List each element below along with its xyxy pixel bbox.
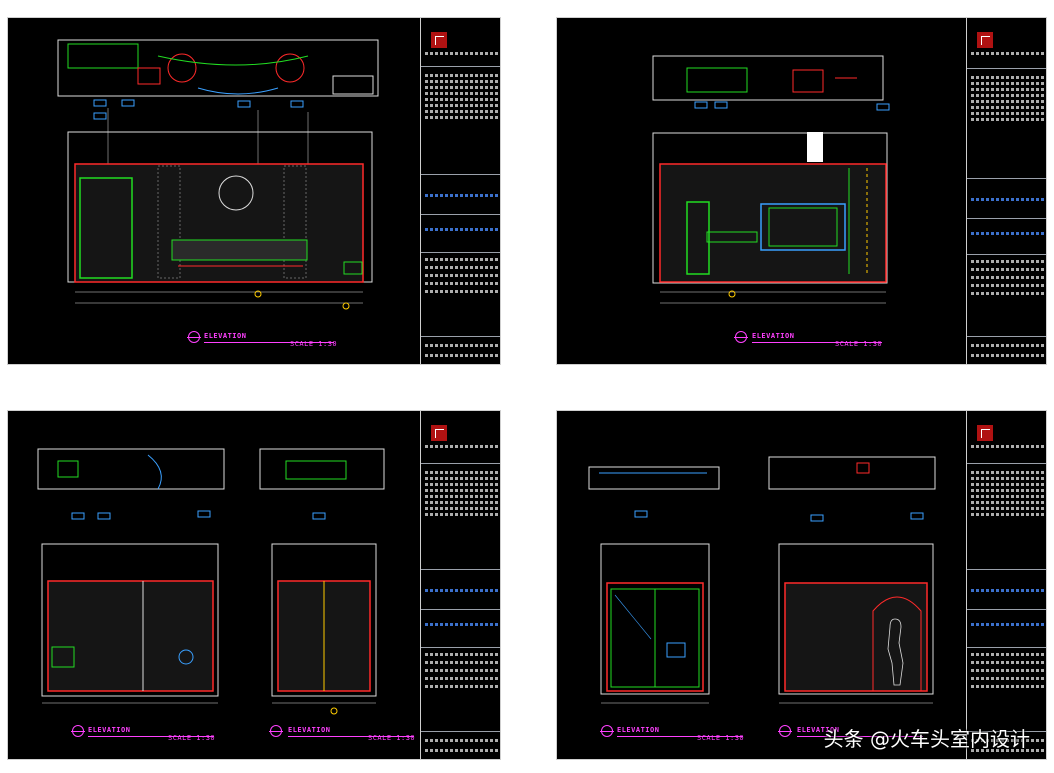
- elevation-drawing: [57, 39, 379, 310]
- title-underline: [617, 736, 743, 737]
- drawing-sheet-top-left: ELEVATION SCALE 1:30: [7, 17, 501, 365]
- studio-logo-icon: [977, 425, 993, 441]
- studio-logo-icon: [977, 32, 993, 48]
- elevation-drawing: [652, 55, 890, 304]
- drawing-sheet-bottom-right: ELEVATION SCALE 1:30 ELEVATION: [556, 410, 1047, 760]
- elevation-title: ELEVATION: [752, 332, 795, 340]
- elevation-title: ELEVATION: [88, 726, 131, 734]
- elevation-scale: SCALE 1:30: [368, 734, 416, 742]
- title-underline: [797, 736, 923, 737]
- studio-logo-icon: [431, 32, 447, 48]
- elevation-title: ELEVATION: [288, 726, 331, 734]
- elevation-scale: SCALE 1:30: [168, 734, 216, 742]
- title-block: [420, 411, 500, 759]
- elevation-drawing: [588, 456, 936, 704]
- elevation-title: ELEVATION: [617, 726, 660, 734]
- elevation-symbol-icon: [71, 725, 85, 737]
- title-underline: [288, 736, 414, 737]
- elevation-title: ELEVATION: [797, 726, 840, 734]
- title-underline: [752, 342, 882, 343]
- title-block: [966, 411, 1046, 759]
- elevation-symbol-icon: [600, 725, 614, 737]
- elevation-scale: SCALE 1:30: [290, 340, 338, 348]
- drawing-sheet-bottom-left: ELEVATION SCALE 1:30 ELEVATION SCALE 1:3…: [7, 410, 501, 760]
- elevation-symbol-icon: [187, 331, 201, 343]
- title-block: [420, 18, 500, 364]
- elevation-scale: SCALE 1:30: [835, 340, 883, 348]
- title-block: [966, 18, 1046, 364]
- title-underline: [204, 342, 334, 343]
- watermark: 头条 @火车头室内设计: [823, 727, 1030, 751]
- elevation-title: ELEVATION: [204, 332, 247, 340]
- elevation-drawing: [37, 448, 385, 715]
- elevation-symbol-icon: [269, 725, 283, 737]
- elevation-symbol-icon: [734, 331, 748, 343]
- drawing-sheet-top-right: ELEVATION SCALE 1:30: [556, 17, 1047, 365]
- title-underline: [88, 736, 214, 737]
- elevation-scale: SCALE 1:30: [697, 734, 745, 742]
- studio-logo-icon: [431, 425, 447, 441]
- elevation-symbol-icon: [778, 725, 792, 737]
